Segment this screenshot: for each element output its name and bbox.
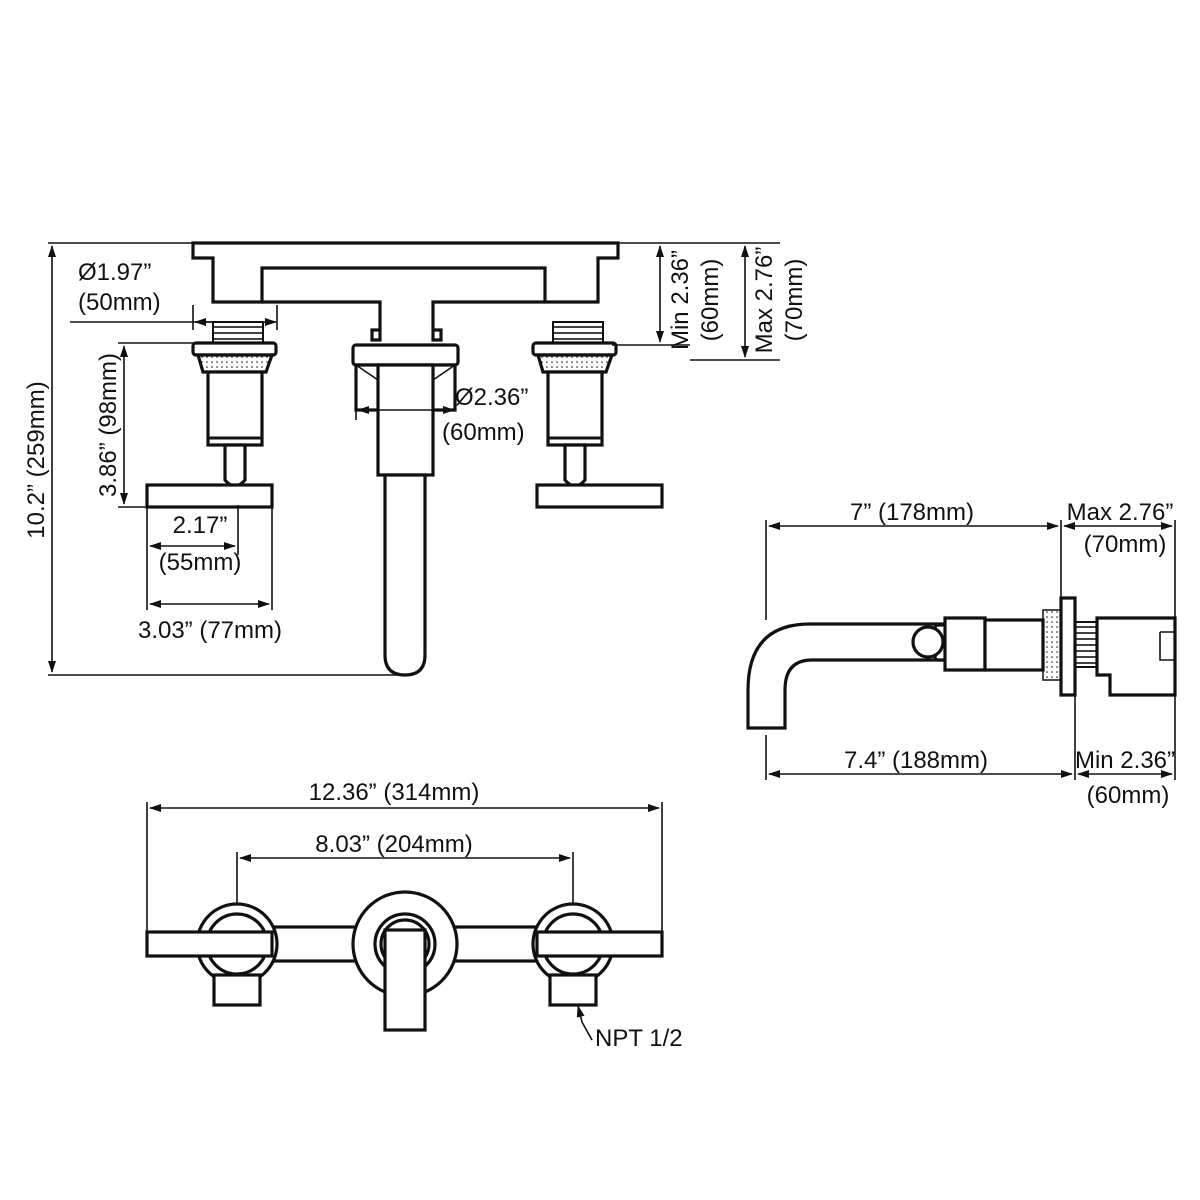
min-depth-mm-label: (60mm) [1087, 782, 1170, 809]
spout-dia-label: Ø2.36” [455, 384, 528, 411]
max-depth-mm-label: (70mm) [1084, 531, 1167, 558]
right-valve-thread [552, 321, 604, 345]
spout-dia-mm-label: (60mm) [442, 419, 525, 446]
spout-reach-label: 7” (178mm) [850, 499, 974, 526]
max-depth-label: Max 2.76” [1067, 499, 1174, 526]
front-view: 10.2” (259mm) Ø1.97” (50mm) 3.86” (98mm)… [23, 241, 808, 677]
overall-width-label: 12.36” (314mm) [309, 779, 480, 806]
connector-dia-mm-label: (50mm) [78, 289, 161, 316]
total-reach-label: 7.4” (188mm) [844, 747, 988, 774]
spout-tube [383, 473, 427, 677]
side-view: 7” (178mm) Max 2.76” (70mm) 7.4” (188mm)… [746, 499, 1177, 809]
side-spout [746, 622, 947, 730]
right-handle-body [546, 370, 604, 447]
min-depth-label: Min 2.36” [1075, 747, 1175, 774]
left-handle-body [206, 370, 264, 447]
total-height-label: 10.2” (259mm) [23, 381, 50, 538]
right-flange [531, 341, 618, 357]
thread-label: NPT 1/2 [595, 1025, 683, 1052]
left-flange [191, 341, 278, 357]
max-wall-label: Max 2.76” [751, 247, 778, 354]
max-wall-mm-label: (70mm) [781, 259, 808, 342]
left-valve-thread [212, 321, 264, 345]
left-lever [145, 483, 274, 509]
valve-body-outline [191, 241, 620, 304]
spout-flange [351, 343, 460, 367]
center-spacing-label: 8.03” (204mm) [315, 831, 472, 858]
min-wall-mm-label: (60mm) [697, 259, 724, 342]
valve-lower-body [262, 300, 545, 342]
top-view: 12.36” (314mm) 8.03” (204mm) NPT 1/2 [145, 779, 683, 1052]
handle-height-label: 3.86” (98mm) [95, 353, 122, 497]
spout-body [376, 363, 435, 477]
side-valve-body [983, 618, 1045, 672]
handle-base-mm-label: (55mm) [159, 549, 242, 576]
handle-base-label: 2.17” [173, 512, 228, 539]
left-lever-top [145, 930, 274, 958]
right-lever [535, 483, 664, 509]
handle-length-label: 3.03” (77mm) [138, 617, 282, 644]
right-lever-top [535, 930, 664, 958]
min-wall-label: Min 2.36” [667, 250, 694, 350]
spout-top [383, 928, 427, 1032]
connector-dia-label: Ø1.97” [78, 259, 151, 286]
side-rough-in [1095, 616, 1177, 697]
side-handle-knob [911, 625, 945, 659]
